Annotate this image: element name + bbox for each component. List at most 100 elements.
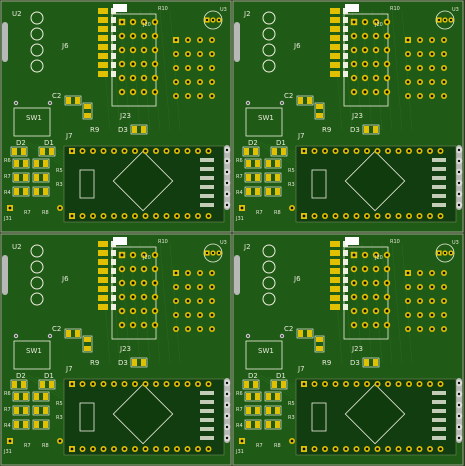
label-r10: R10 [158,6,168,12]
header-pin-mark [343,53,348,59]
label-j7: J7 [65,365,73,373]
d2-outline [242,379,260,390]
drill-hole [374,48,378,52]
r3-outline [32,405,50,416]
r5-outline [32,391,50,402]
drill-hole [102,382,105,386]
pin-label-mark [432,203,446,207]
edge-slot [456,145,462,210]
drill-hole [363,62,367,66]
label-j20: J20 [374,22,383,28]
drill-hole [406,271,410,275]
edge-pin-hole [457,414,461,418]
d3-pad [141,359,146,366]
drill-hole [186,38,190,42]
label-d3: D3 [118,126,128,134]
drill-hole [142,295,146,299]
drill-hole [70,382,74,386]
drill-hole [323,382,327,386]
drill-hole [397,447,400,451]
label-r7b: R7 [24,443,31,449]
drill-hole [198,285,202,289]
label-r6: R6 [4,158,11,164]
label-r4: R4 [236,190,243,196]
drill-hole [442,52,446,56]
logo-ring [30,260,44,274]
label-r10: R10 [158,239,168,245]
header-pin-mark [111,259,116,265]
drill-hole [363,20,367,24]
copper-trace [351,242,363,364]
drill-hole [133,447,137,451]
drill-hole [385,267,389,271]
drill-hole [205,251,209,255]
d3-outline [130,124,148,135]
drill-hole [344,447,348,451]
header-pad [330,44,340,50]
drill-hole [153,48,157,52]
r8-pad [34,421,39,428]
drill-hole [430,327,434,331]
drill-hole [186,52,190,56]
drill-hole [153,62,157,66]
drill-hole [352,48,356,52]
r4-pad [23,188,28,195]
r5-pad [275,393,280,400]
edge-pin-hole [457,159,461,163]
drill-hole [174,94,178,98]
pin-label-mark [200,185,214,189]
drill-hole [186,285,190,289]
label-d2: D2 [16,139,26,147]
drill-hole [210,80,214,84]
drill-hole [430,94,434,98]
header-pad [98,277,108,283]
label-d1: D1 [276,139,286,147]
drill-hole [112,382,116,386]
label-j23: J23 [351,345,363,353]
drill-hole [363,253,367,257]
header-pin-mark [343,286,348,292]
header-pad [330,259,340,265]
board-edge [0,233,232,466]
c2-pad [298,330,303,337]
r9-pad [316,104,323,109]
drill-hole [153,295,157,299]
pin-label-mark [200,427,214,431]
edge-pin-hole [225,148,229,152]
header-pin-mark [343,259,348,265]
r7-outline [12,172,30,183]
c2-pad [66,97,71,104]
c2-pad [307,330,312,337]
r8-pad [275,188,280,195]
r9-outline [314,102,325,120]
drill-hole [334,382,337,386]
drill-hole [374,76,378,80]
r7-pad [246,174,251,181]
edge-pin-hole [457,181,461,185]
edge-pin-hole [225,203,229,207]
r9-outline [314,335,325,353]
header-pin-mark [111,44,116,50]
header-pin-mark [111,295,116,301]
drill-hole [131,90,135,94]
via-hole [247,102,249,104]
d1-pad [272,381,277,388]
drill-hole [385,48,389,52]
label-j7: J7 [297,132,305,140]
copper-trace [381,242,393,364]
c2-pad [66,330,71,337]
label-r10: R10 [390,239,400,245]
drill-hole [186,66,190,70]
label-j20: J20 [142,255,151,261]
via-hole [281,335,283,337]
c2-outline [64,328,82,339]
drill-hole [386,382,390,386]
drill-hole [442,38,446,42]
label-d3: D3 [350,359,360,367]
drill-hole [406,52,410,56]
drill-hole [442,285,446,289]
drill-hole [374,253,378,257]
drill-hole [355,214,358,218]
